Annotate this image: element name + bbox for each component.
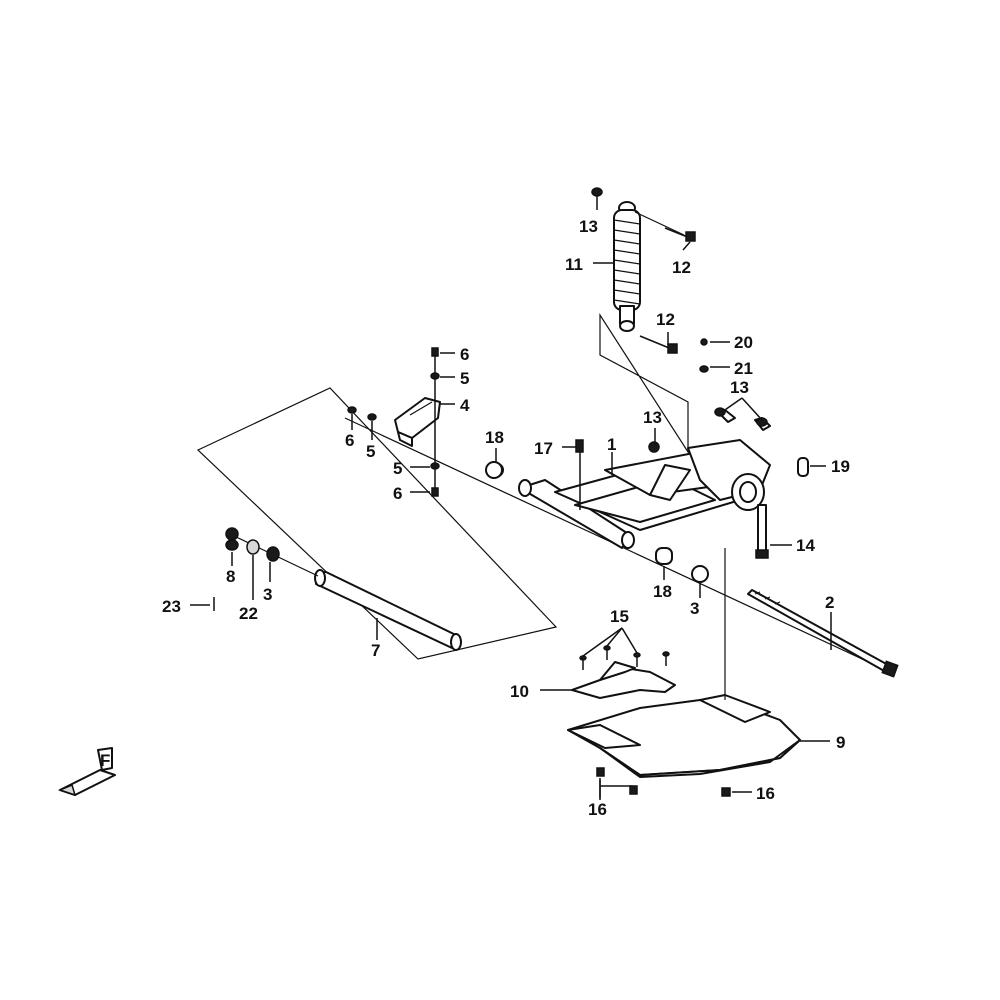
- part-7-rod: [314, 569, 462, 651]
- callout-13-right: 13: [730, 378, 749, 397]
- callout-16-right: 16: [756, 784, 775, 803]
- callout-12-lower: 12: [656, 310, 675, 329]
- part-15-screws: [579, 645, 670, 670]
- part-4-bracket: [394, 397, 441, 447]
- callout-2: 2: [825, 593, 834, 612]
- callout-3-right: 3: [690, 599, 699, 618]
- callout-10: 10: [510, 682, 529, 701]
- part-3-washer-right: [691, 565, 709, 583]
- part-17-pin: [575, 439, 584, 510]
- front-direction-icon: F: [57, 747, 116, 797]
- front-marker-letter: F: [100, 751, 110, 770]
- callout-3-left: 3: [263, 585, 272, 604]
- callout-15: 15: [610, 607, 629, 626]
- part-12-bolt-upper: [664, 227, 696, 242]
- leader-lines: [190, 196, 832, 800]
- callout-8: 8: [226, 567, 235, 586]
- callout-12-upper: 12: [672, 258, 691, 277]
- part-18-bushing-right: [655, 547, 673, 565]
- callout-7: 7: [371, 641, 380, 660]
- callout-13-mid: 13: [643, 408, 662, 427]
- callout-19: 19: [831, 457, 850, 476]
- fastener-nuts: [347, 187, 768, 497]
- part-9-guard: [567, 548, 801, 778]
- shock-mount-line-top: [634, 211, 685, 236]
- callout-4: 4: [460, 396, 470, 415]
- callout-17: 17: [534, 439, 553, 458]
- callout-18-right: 18: [653, 582, 672, 601]
- callout-9: 9: [836, 733, 845, 752]
- part-2-bolt: [747, 589, 899, 678]
- callout-6-left: 6: [345, 431, 354, 450]
- part-10-cover: [571, 661, 676, 699]
- callout-13-top: 13: [579, 217, 598, 236]
- callout-5-left: 5: [366, 442, 375, 461]
- callout-labels: 13 11 12 12 20 21 13 13 6 5 4 6 5 5 6 18…: [162, 217, 850, 819]
- callout-16-left: 16: [588, 800, 607, 819]
- part-8-nut: [225, 527, 239, 551]
- shock-guide-outline: [599, 312, 689, 455]
- callout-14: 14: [796, 536, 815, 555]
- part-11-shock-absorber: [613, 201, 641, 332]
- part-22-washer: [246, 539, 260, 555]
- part-18-bushing-left: [485, 461, 503, 479]
- part-3-washer-left: [266, 546, 280, 562]
- callout-5-top: 5: [460, 369, 469, 388]
- callout-6-bottom: 6: [393, 484, 402, 503]
- callout-18-left: 18: [485, 428, 504, 447]
- callout-22: 22: [239, 604, 258, 623]
- part-19-pin: [797, 457, 809, 477]
- callout-23: 23: [162, 597, 181, 616]
- callout-1: 1: [607, 435, 616, 454]
- part-12-bolt-lower: [639, 335, 678, 354]
- part-1-swing-arm: [486, 409, 771, 549]
- callout-6-top: 6: [460, 345, 469, 364]
- callout-5-mid: 5: [393, 459, 402, 478]
- part-14-bolt: [755, 504, 769, 559]
- callout-21: 21: [734, 359, 753, 378]
- callout-20: 20: [734, 333, 753, 352]
- callout-11: 11: [565, 255, 583, 274]
